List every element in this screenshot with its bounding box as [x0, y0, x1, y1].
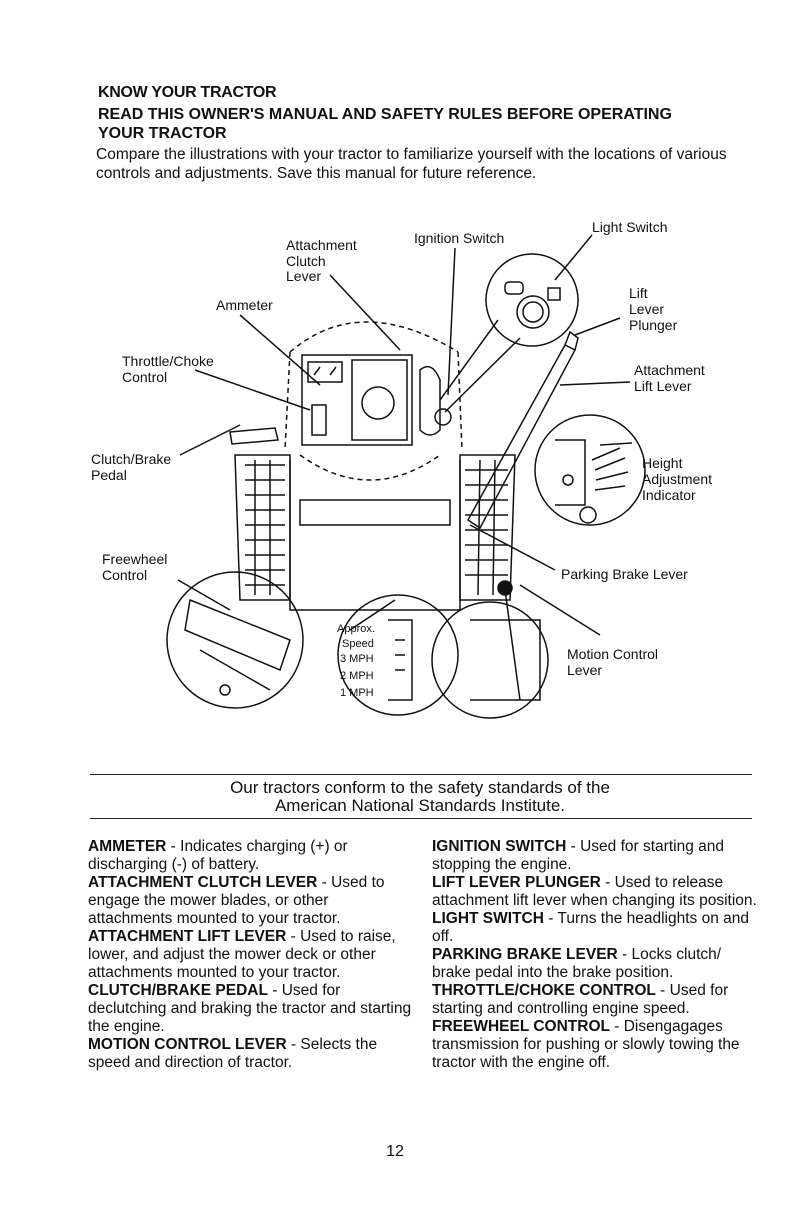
label-attachment-lift-lever-2: Lift Lever [634, 378, 692, 394]
page-number: 12 [386, 1143, 404, 1160]
definition-text: - Used for starting and stopping the eng… [432, 838, 724, 873]
label-throttle-choke-2: Control [122, 369, 167, 385]
section-heading: KNOW YOUR TRACTOR [98, 84, 277, 101]
ansi-line-1: Our tractors conform to the safety stand… [230, 778, 610, 797]
definition-text: - Used for starting and controlling engi… [432, 982, 729, 1017]
definition-item: MOTION CONTROL LEVER - Selects the speed… [88, 1036, 414, 1072]
definition-term: ATTACHMENT CLUTCH LEVER [88, 874, 318, 891]
label-height-adjustment-1: Height [642, 455, 683, 471]
bottom-rule [90, 818, 752, 819]
label-motion-control-1: Motion Control [567, 646, 658, 662]
definition-text: - Used to raise, lower, and adjust the m… [88, 928, 396, 981]
label-freewheel-1: Freewheel [102, 551, 167, 567]
definition-item: PARKING BRAKE LEVER - Locks clutch/ brak… [432, 946, 758, 982]
speed-inset-label-5: 1 MPH [340, 687, 374, 699]
subheading-line-1: READ THIS OWNER'S MANUAL AND SAFETY RULE… [98, 106, 672, 123]
label-freewheel-2: Control [102, 567, 147, 583]
label-lift-lever-plunger-3: Plunger [629, 317, 678, 333]
speed-inset-label-2: Speed [342, 638, 374, 650]
tractor-illustration [166, 234, 646, 719]
definition-term: CLUTCH/BRAKE PEDAL [88, 982, 268, 999]
label-lift-lever-plunger-1: Lift [629, 285, 648, 301]
label-clutch-brake-pedal-2: Pedal [91, 467, 127, 483]
definition-text: - Disengagages transmission for pushing … [432, 1018, 740, 1071]
definition-item: THROTTLE/CHOKE CONTROL - Used for starti… [432, 982, 758, 1018]
definition-term: FREEWHEEL CONTROL [432, 1018, 610, 1035]
definition-item: CLUTCH/BRAKE PEDAL - Used for declutchin… [88, 982, 414, 1036]
definition-term: IGNITION SWITCH [432, 838, 567, 855]
definition-term: MOTION CONTROL LEVER [88, 1036, 287, 1053]
definition-text: - Locks clutch/ brake pedal into the bra… [432, 946, 722, 981]
label-attachment-clutch-lever-2: Clutch [286, 253, 326, 269]
label-light-switch: Light Switch [592, 219, 667, 235]
definition-text: - Selects the speed and direction of tra… [88, 1036, 378, 1071]
label-attachment-lift-lever-1: Attachment [634, 362, 705, 378]
label-throttle-choke-1: Throttle/Choke [122, 353, 214, 369]
speed-inset-label-3: 3 MPH [340, 653, 374, 665]
label-height-adjustment-2: Adjustment [642, 471, 712, 487]
label-height-adjustment-3: Indicator [642, 487, 696, 503]
left-definitions: AMMETER - Indicates charging (+) or disc… [88, 838, 414, 1072]
intro-paragraph: Compare the illustrations with your trac… [96, 146, 727, 182]
definition-term: ATTACHMENT LIFT LEVER [88, 928, 287, 945]
definition-term: LIGHT SWITCH [432, 910, 544, 927]
definition-text: - Turns the headlights on and off. [432, 910, 750, 945]
definition-text: - Indicates charging (+) or discharging … [88, 838, 348, 873]
top-rule [90, 774, 752, 775]
definition-term: PARKING BRAKE LEVER [432, 946, 618, 963]
safety-subheading: READ THIS OWNER'S MANUAL AND SAFETY RULE… [98, 105, 758, 143]
diagram-labels: Attachment Clutch Lever Ignition Switch … [91, 219, 712, 699]
definition-item: ATTACHMENT CLUTCH LEVER - Used to engage… [88, 874, 414, 928]
definition-term: AMMETER [88, 838, 167, 855]
label-ammeter: Ammeter [216, 297, 273, 313]
definition-item: AMMETER - Indicates charging (+) or disc… [88, 838, 414, 874]
definition-text: - Used to engage the mower blades, or ot… [88, 874, 385, 927]
label-lift-lever-plunger-2: Lever [629, 301, 664, 317]
definition-term: LIFT LEVER PLUNGER [432, 874, 601, 891]
ansi-line-2: American National Standards Institute. [274, 796, 566, 815]
label-attachment-clutch-lever-3: Lever [286, 268, 321, 284]
right-definitions: IGNITION SWITCH - Used for starting and … [432, 838, 758, 1072]
definition-text: - Used for declutching and braking the t… [88, 982, 412, 1035]
label-parking-brake: Parking Brake Lever [561, 566, 688, 582]
label-clutch-brake-pedal-1: Clutch/Brake [91, 451, 171, 467]
label-motion-control-2: Lever [567, 662, 602, 678]
definition-item: LIGHT SWITCH - Turns the headlights on a… [432, 910, 758, 946]
speed-inset-label-4: 2 MPH [340, 670, 374, 682]
speed-inset-label-1: Approx. [337, 623, 375, 635]
definition-item: IGNITION SWITCH - Used for starting and … [432, 838, 758, 874]
definition-text: - Used to release attachment lift lever … [432, 874, 757, 909]
label-attachment-clutch-lever-1: Attachment [286, 237, 357, 253]
subheading-line-2: YOUR TRACTOR [98, 125, 227, 142]
definition-item: ATTACHMENT LIFT LEVER - Used to raise, l… [88, 928, 414, 982]
definition-term: THROTTLE/CHOKE CONTROL [432, 982, 656, 999]
definition-item: LIFT LEVER PLUNGER - Used to release att… [432, 874, 758, 910]
label-ignition-switch: Ignition Switch [414, 230, 504, 246]
definition-item: FREEWHEEL CONTROL - Disengagages transmi… [432, 1018, 758, 1072]
